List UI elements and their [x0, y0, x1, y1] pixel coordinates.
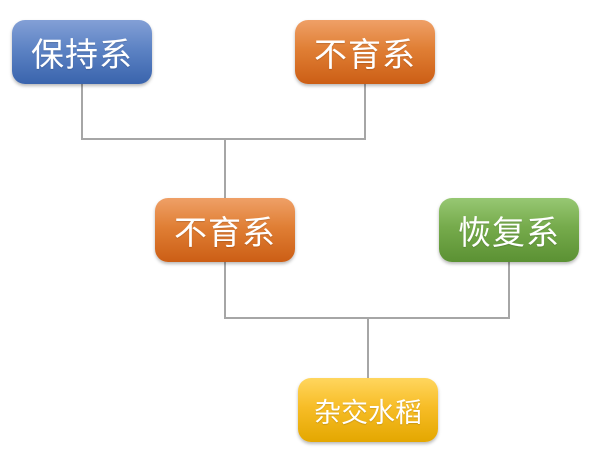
node-label: 杂交水稻 — [314, 397, 422, 429]
node-sterile-line-middle: 不育系 — [155, 198, 295, 262]
node-maintainer-line: 保持系 — [12, 20, 152, 84]
node-hybrid-rice: 杂交水稻 — [298, 378, 438, 442]
node-sterile-line-top: 不育系 — [295, 20, 435, 84]
connector-bottom-bridge — [224, 262, 510, 319]
node-label: 不育系 — [314, 35, 416, 74]
node-label: 保持系 — [31, 35, 133, 74]
node-label: 不育系 — [174, 213, 276, 252]
connector-top-bridge — [81, 84, 366, 140]
node-restorer-line: 恢复系 — [439, 198, 579, 262]
node-label: 恢复系 — [458, 213, 560, 252]
